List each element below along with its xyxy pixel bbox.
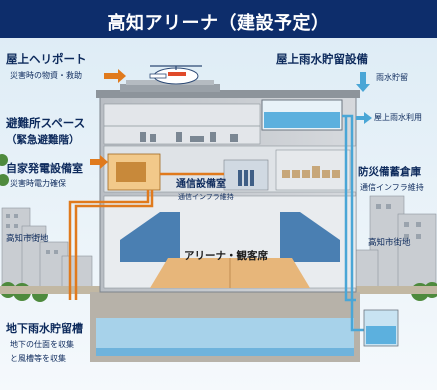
seating-left (120, 212, 180, 262)
page-title: 高知アリーナ（建設予定） (107, 13, 330, 34)
rain-use-label: 屋上雨水利用 (374, 113, 422, 122)
comm-room-sub-label: 通信インフラ維持 (178, 193, 234, 201)
rain-tank-label: 屋上雨水貯留設備 (276, 52, 368, 66)
shelter-sub-label: （緊急避難階） (6, 134, 80, 146)
roof (96, 90, 360, 98)
warehouse-label: 防災備蓄倉庫 (358, 166, 421, 178)
underground-label: 地下雨水貯留槽 (6, 322, 83, 335)
city-left-label: 高知市街地 (6, 234, 49, 244)
warehouse-sub-label: 通信インフラ維持 (360, 183, 424, 192)
heliport-label: 屋上ヘリポート (6, 52, 87, 66)
roof-water-tank (261, 99, 343, 131)
shelter-label: 避難所スペース (6, 116, 86, 130)
arena-label: アリーナ・観客席 (184, 250, 268, 262)
helicopter (149, 65, 202, 85)
city-right-label: 高知市街地 (368, 238, 411, 248)
underground-sub-label-1: 地下の仕面を収集 (10, 340, 74, 349)
title-band (0, 0, 437, 38)
generator-label: 自家発電設備室 (6, 162, 83, 175)
power-cables (68, 172, 224, 300)
seating-right (280, 212, 340, 262)
arrows (90, 69, 126, 169)
underground-sub-label-2: と風槽等を収集 (10, 354, 66, 363)
comm-room-label: 通信設備室 (176, 179, 226, 190)
heliport-sub-label: 災害時の物資・救助 (10, 71, 82, 80)
generator-sub-label: 災害時電力確保 (10, 179, 66, 188)
rain-storage-label: 雨水貯留 (376, 73, 408, 82)
